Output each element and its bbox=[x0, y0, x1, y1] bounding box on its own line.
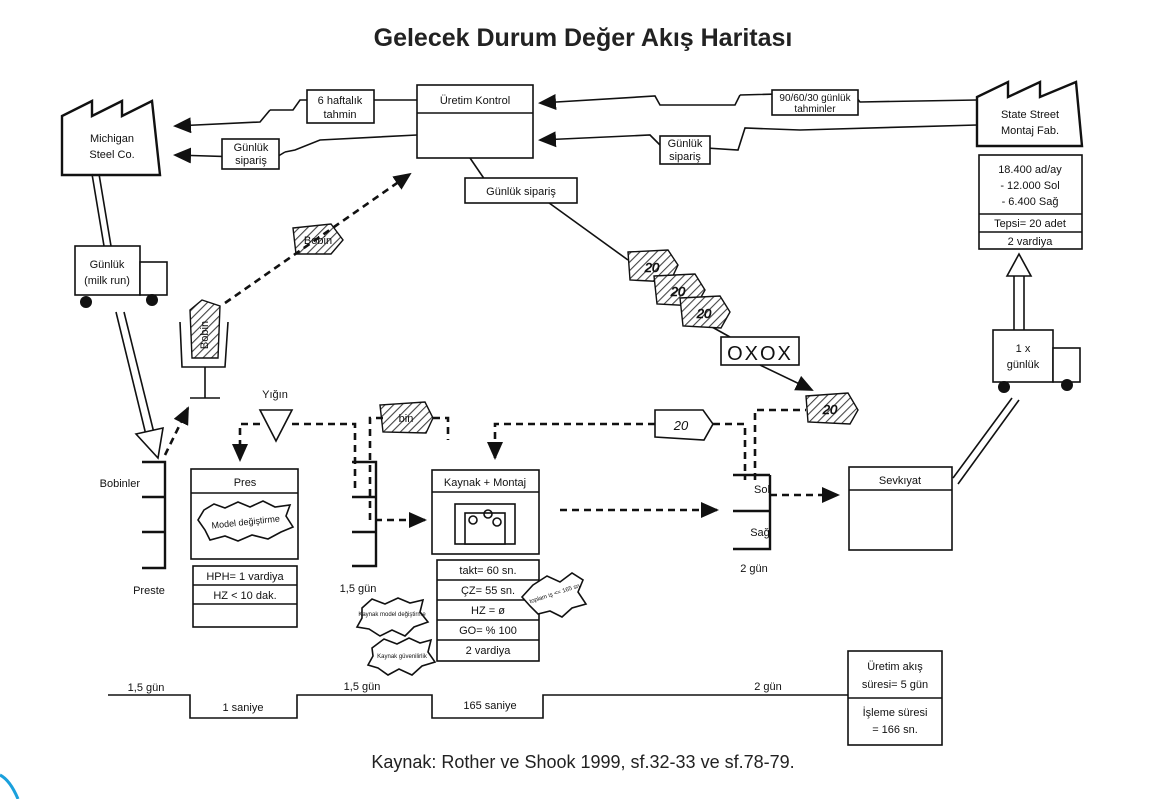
svg-text:6 haftalık: 6 haftalık bbox=[318, 95, 363, 107]
kaizen-burst-total-work: toplam iş <= 165 sn. bbox=[520, 572, 588, 618]
svg-text:Günlük: Günlük bbox=[668, 138, 703, 150]
shipment-arrows bbox=[91, 173, 1033, 485]
weld-assembly-process: Kaynak + Montaj bbox=[431, 469, 540, 555]
svg-text:Kaynak model değiştirme: Kaynak model değiştirme bbox=[358, 612, 426, 618]
timeline-t5: 2 gün bbox=[754, 681, 782, 693]
timeline-t2: 1 saniye bbox=[223, 702, 264, 714]
kanban-dashed-lines bbox=[163, 172, 840, 528]
bin-kanban: bin bbox=[379, 401, 434, 434]
svg-text:tahmin: tahmin bbox=[323, 109, 356, 121]
truck-in-line2: (milk run) bbox=[84, 275, 130, 287]
truck-inbound: Günlük (milk run) bbox=[74, 245, 168, 308]
mid-store-days: 1,5 gün bbox=[340, 583, 377, 595]
svg-text:Yığın: Yığın bbox=[262, 389, 288, 401]
svg-text:Günlük sipariş: Günlük sipariş bbox=[486, 186, 556, 198]
forecast-supplier-label: 6 haftalık tahmin bbox=[306, 89, 375, 124]
supplier-name-line2: Steel Co. bbox=[89, 149, 134, 161]
svg-text:2 vardiya: 2 vardiya bbox=[466, 645, 512, 657]
customer-demand: 18.400 ad/ay bbox=[998, 164, 1062, 176]
final-supermarket: Sol Sağ 2 gün bbox=[733, 473, 772, 575]
lead-time-line2: süresi= 5 gün bbox=[862, 679, 928, 691]
customer-name-line1: State Street bbox=[1001, 109, 1059, 121]
lead-time-line1: Üretim akış bbox=[867, 661, 923, 673]
truck-outbound: 1 x günlük bbox=[992, 329, 1081, 393]
svg-text:takt= 60 sn.: takt= 60 sn. bbox=[459, 565, 516, 577]
info-flow-arrows bbox=[173, 91, 978, 338]
svg-text:tahminler: tahminler bbox=[794, 104, 836, 115]
svg-text:GO= % 100: GO= % 100 bbox=[459, 625, 517, 637]
supermarket-days: 2 gün bbox=[740, 563, 768, 575]
svg-text:sipariş: sipariş bbox=[669, 151, 701, 163]
press-data-box: HPH= 1 vardiya HZ < 10 dak. bbox=[192, 565, 298, 628]
production-control-label: Üretim Kontrol bbox=[440, 95, 510, 107]
svg-text:20: 20 bbox=[673, 418, 689, 433]
supplier-name-line1: Michigan bbox=[90, 133, 134, 145]
timeline-t1: 1,5 gün bbox=[128, 682, 165, 694]
svg-text:HZ = ø: HZ = ø bbox=[471, 605, 505, 617]
svg-text:20: 20 bbox=[696, 306, 712, 321]
customer-shifts: 2 vardiya bbox=[1008, 236, 1054, 248]
processing-time-line1: İşleme süresi bbox=[863, 706, 928, 719]
processing-time-line2: = 166 sn. bbox=[872, 724, 918, 736]
svg-text:Bobin: Bobin bbox=[304, 235, 332, 247]
truck-out-line2: günlük bbox=[1007, 359, 1040, 371]
svg-text:90/60/30 günlük: 90/60/30 günlük bbox=[779, 93, 851, 104]
coils-store: Bobinler Preste bbox=[100, 460, 167, 597]
leveling-box: OXOX bbox=[720, 336, 800, 366]
truck-out-line1: 1 x bbox=[1016, 343, 1031, 355]
press-process: Pres Model değiştirme bbox=[190, 468, 299, 560]
svg-text:HZ < 10 dak.: HZ < 10 dak. bbox=[213, 590, 276, 602]
customer-demand-right: - 6.400 Sağ bbox=[1002, 196, 1059, 208]
customer-name-line2: Montaj Fab. bbox=[1001, 125, 1059, 137]
daily-order-label: Günlük sipariş bbox=[464, 177, 578, 204]
svg-text:20: 20 bbox=[670, 284, 686, 299]
supermarket-left: Sol bbox=[754, 484, 770, 496]
customer-demand-left: - 12.000 Sol bbox=[1000, 180, 1059, 192]
withdrawal-kanban-20: 20 bbox=[654, 409, 714, 441]
mid-supermarket: 1,5 gün bbox=[340, 460, 378, 595]
truck-in-line1: Günlük bbox=[90, 259, 125, 271]
svg-text:ÇZ= 55 sn.: ÇZ= 55 sn. bbox=[461, 585, 515, 597]
svg-text:Kaynak güvenilirlik: Kaynak güvenilirlik bbox=[377, 654, 428, 660]
svg-text:bin: bin bbox=[399, 413, 414, 425]
supermarket-right: Sağ bbox=[750, 527, 770, 539]
weld-data-box: takt= 60 sn. ÇZ= 55 sn. HZ = ø GO= % 100… bbox=[436, 559, 540, 662]
coil-kanban-post: Bobin bbox=[179, 299, 229, 399]
svg-text:20: 20 bbox=[822, 402, 838, 417]
batch-signal: Yığın bbox=[258, 389, 294, 443]
source-caption: Kaynak: Rother ve Shook 1999, sf.32-33 v… bbox=[371, 752, 794, 772]
production-control-box: Üretim Kontrol bbox=[416, 84, 534, 159]
svg-text:OXOX: OXOX bbox=[727, 343, 793, 365]
shipping-label: Sevkıyat bbox=[879, 475, 921, 487]
svg-text:Günlük: Günlük bbox=[234, 142, 269, 154]
timeline-t3: 1,5 gün bbox=[344, 681, 381, 693]
svg-text:HPH= 1 vardiya: HPH= 1 vardiya bbox=[206, 571, 284, 583]
kaizen-burst-changeover: Kaynak model değiştirme bbox=[355, 597, 430, 637]
timeline-t4: 165 saniye bbox=[463, 700, 516, 712]
coils-label: Bobinler bbox=[100, 478, 141, 490]
customer-factory: State Street Montaj Fab. bbox=[975, 80, 1084, 148]
order-customer-label: Günlük sipariş bbox=[659, 135, 711, 165]
order-supplier-label: Günlük sipariş bbox=[221, 138, 280, 170]
production-kanban-single: 20 bbox=[805, 392, 859, 425]
shipping-process: Sevkıyat bbox=[848, 466, 953, 551]
svg-text:Bobin: Bobin bbox=[199, 321, 211, 349]
kaizen-burst-reliability: Kaynak güvenilirlik bbox=[366, 637, 437, 676]
supplier-factory: Michigan Steel Co. bbox=[60, 99, 162, 177]
page-title: Gelecek Durum Değer Akış Haritası bbox=[374, 24, 793, 52]
corner-decoration bbox=[0, 773, 20, 799]
svg-text:sipariş: sipariş bbox=[235, 155, 267, 167]
weld-label: Kaynak + Montaj bbox=[444, 477, 526, 489]
svg-text:20: 20 bbox=[644, 260, 660, 275]
customer-tray: Tepsi= 20 adet bbox=[994, 218, 1066, 230]
customer-data-box: 18.400 ad/ay - 12.000 Sol - 6.400 Sağ Te… bbox=[978, 154, 1083, 250]
timeline: 1,5 gün 1 saniye 1,5 gün 165 saniye 2 gü… bbox=[108, 650, 943, 746]
forecast-customer-label: 90/60/30 günlük tahminler bbox=[771, 89, 859, 116]
coils-sub-label: Preste bbox=[133, 585, 165, 597]
press-label: Pres bbox=[234, 477, 257, 489]
production-kanban-stack: 20 20 20 bbox=[627, 249, 731, 329]
